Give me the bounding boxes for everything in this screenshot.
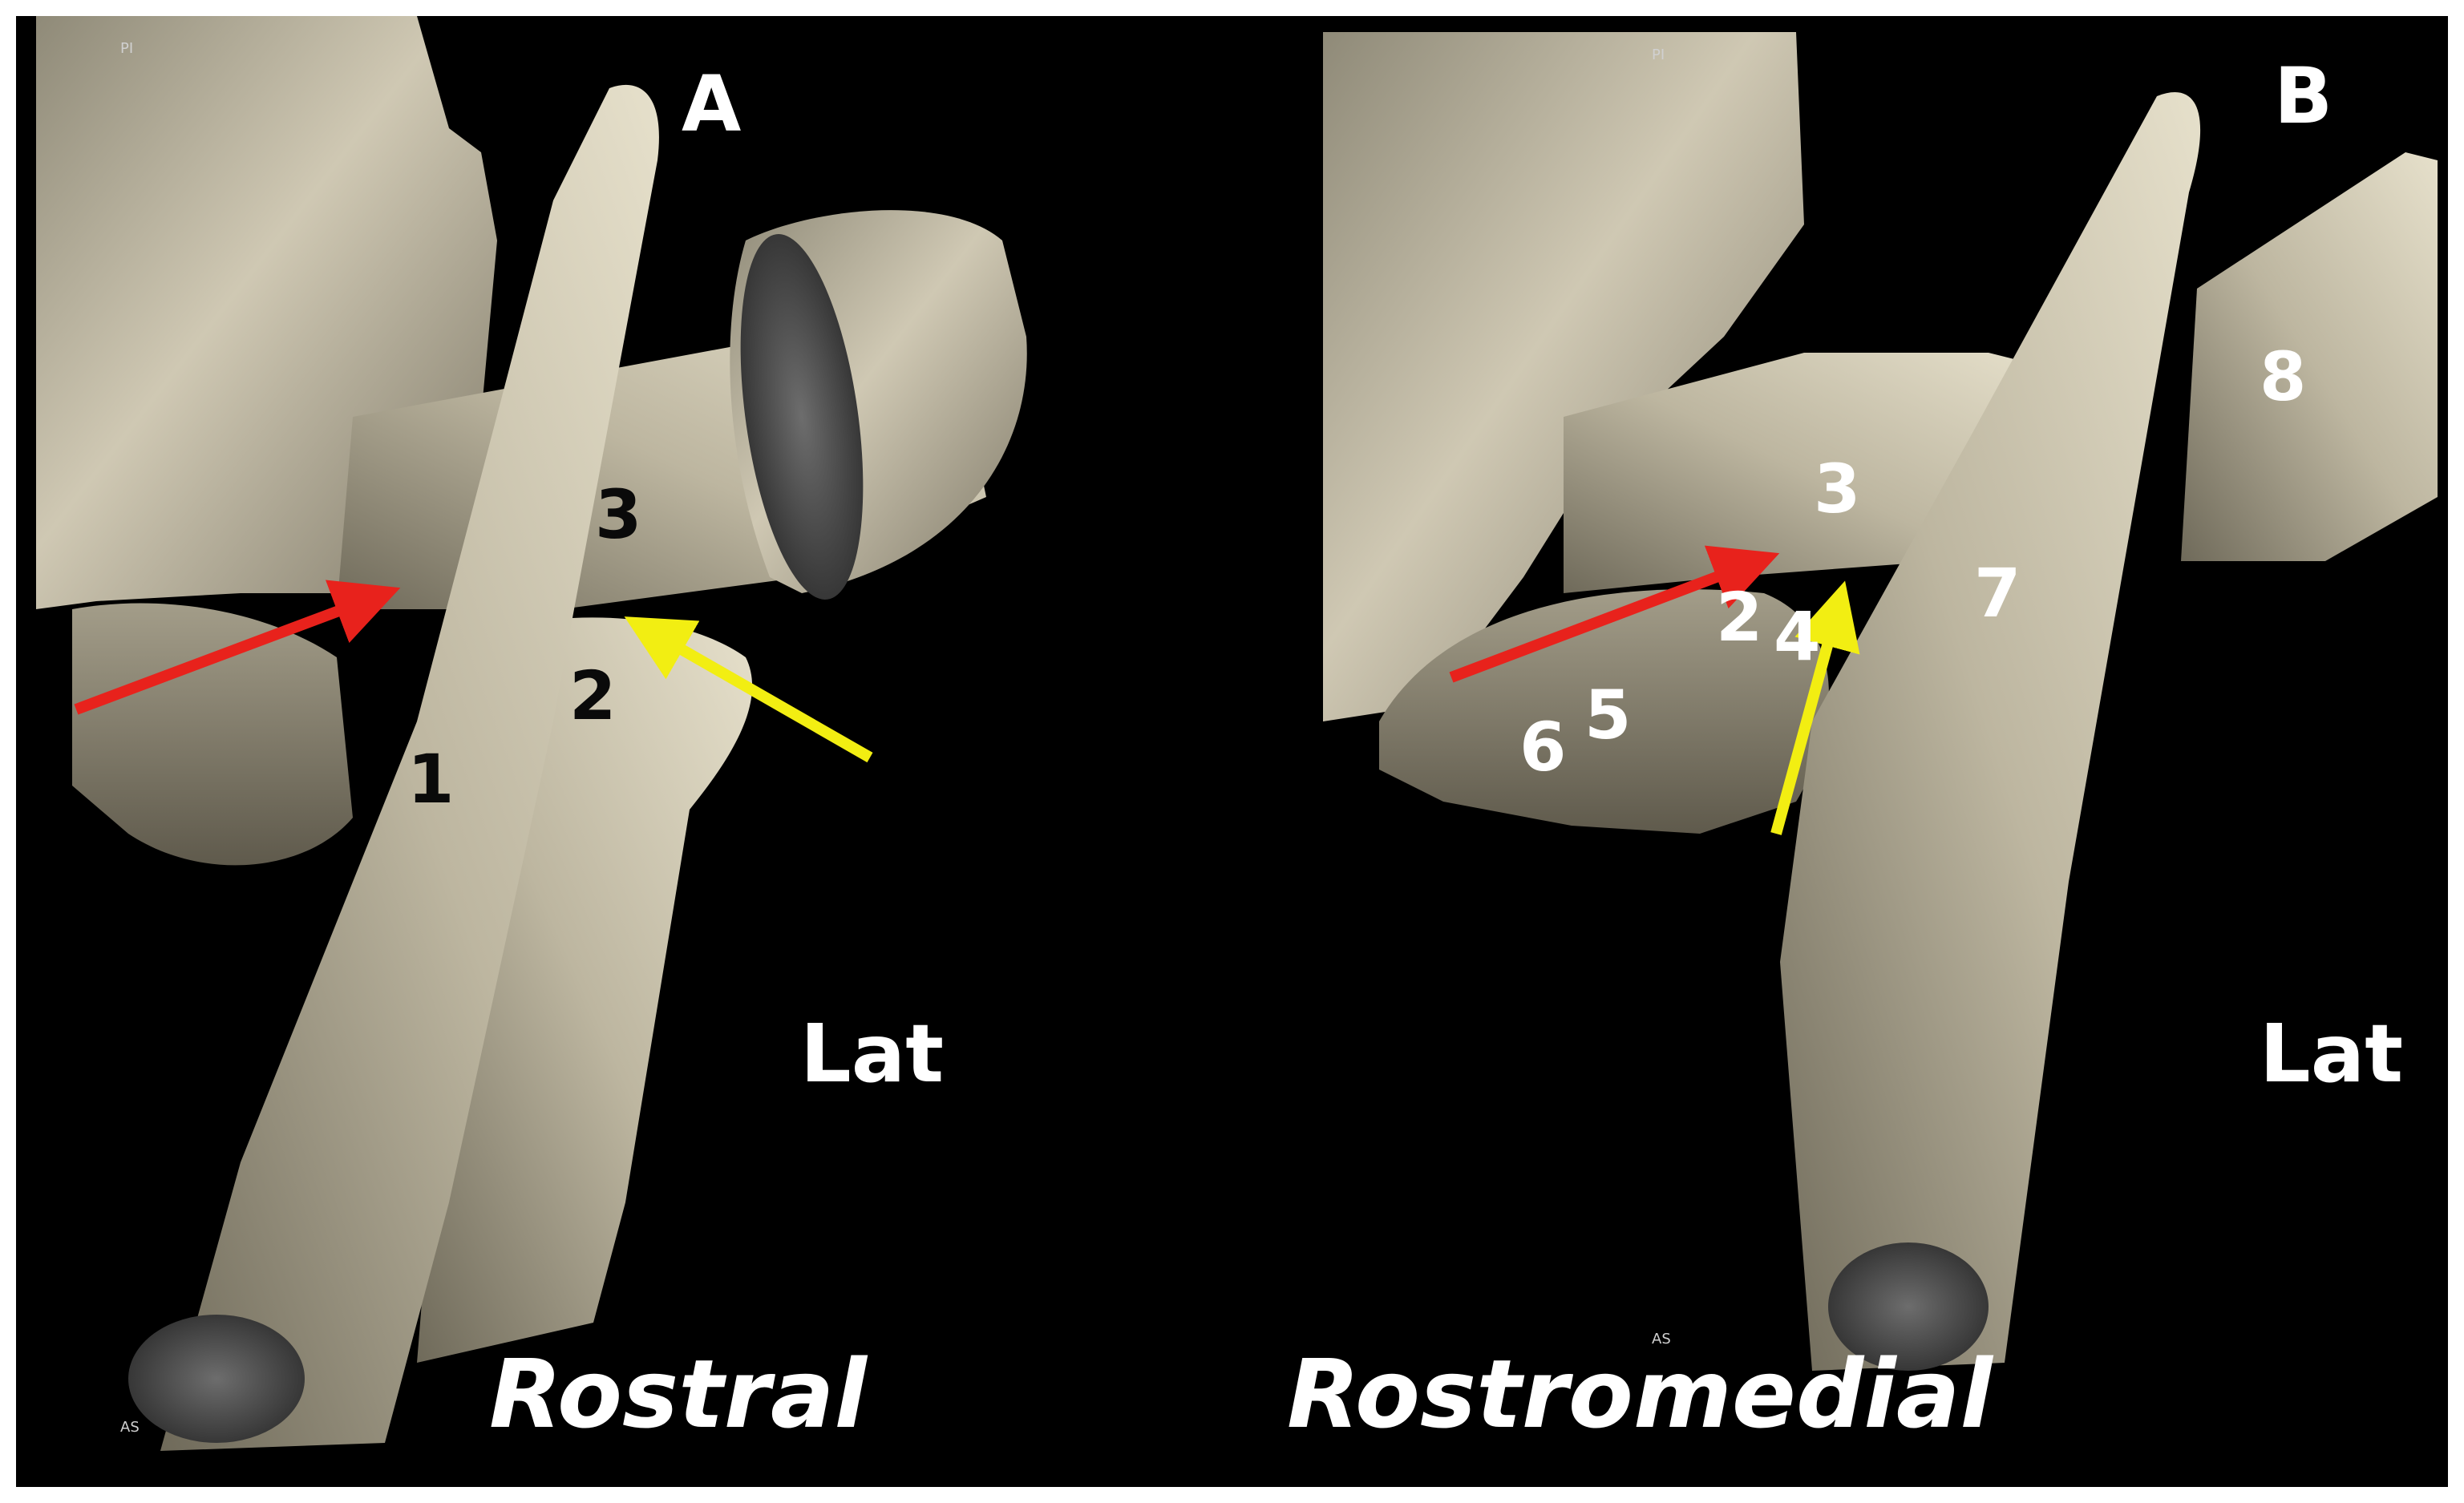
panel-b-red-arrow: [1449, 545, 1780, 683]
panel-b-label-7: 7: [1974, 554, 2021, 632]
panel-a-corner-top: PI: [120, 40, 134, 57]
panel-a-view: Rostral: [489, 1339, 867, 1449]
panel-a-label-3: 3: [595, 475, 642, 554]
panel-b-direction: Lat: [2260, 1007, 2404, 1101]
panel-a-bottom-cut: [128, 1315, 305, 1443]
panel-b-label-8: 8: [2260, 337, 2307, 416]
panel-b-blade-7: [1780, 92, 2201, 1371]
panel-b-label-5: 5: [1584, 676, 1632, 754]
panel-b-yellow-arrow: [1770, 580, 1860, 835]
panel-a-lower-lobe: [72, 603, 353, 866]
panel-b-label-2: 2: [1716, 578, 1763, 657]
panel-b-label-3: 3: [1814, 450, 1861, 528]
panel-a-bone-1: [160, 84, 659, 1452]
panel-a-label-2: 2: [569, 657, 617, 735]
panel-a-label-1: 1: [407, 740, 455, 818]
panel-a-cut-face: [740, 234, 864, 600]
panel-b-corner-top: PI: [1652, 46, 1665, 63]
panel-a-red-arrow: [74, 580, 401, 715]
panel-b-condyle: [1379, 589, 1829, 834]
panel-a-corner-bottom: AS: [120, 1419, 140, 1436]
panel-b-letter: B: [2274, 51, 2333, 141]
panel-a-direction: Lat: [800, 1007, 945, 1101]
panel-b-bottom-cut: [1828, 1242, 1989, 1371]
panel-b-skull-mass: [1323, 32, 1804, 721]
panel-b-corner-bottom: AS: [1652, 1331, 1671, 1347]
panel-b-label-4: 4: [1774, 597, 1821, 676]
panel-a-yellow-arrow: [624, 616, 873, 763]
panel-b-view: Rostromedial: [1287, 1339, 1993, 1449]
panel-a-letter: A: [682, 59, 742, 149]
panel-a-bones: [36, 16, 1027, 1452]
panel-b-label-6: 6: [1519, 708, 1567, 786]
panel-b-bones: [1323, 32, 2438, 1371]
panel-b-process-8: [2181, 152, 2438, 561]
